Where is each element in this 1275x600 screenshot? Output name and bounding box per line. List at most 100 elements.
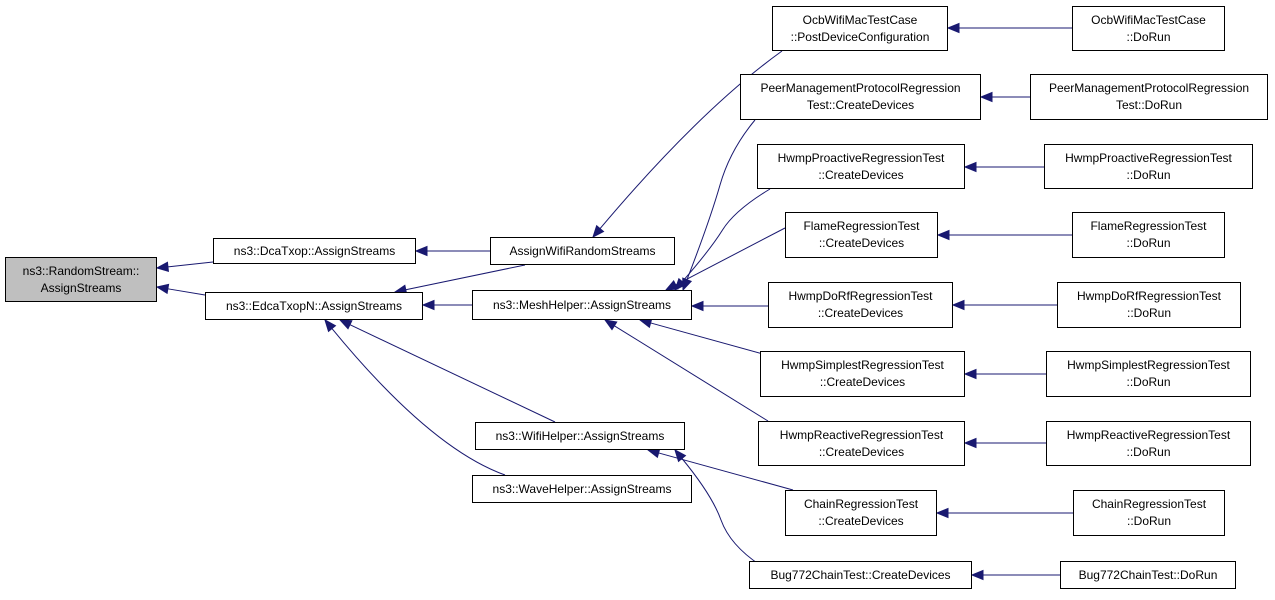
- node-line: ::CreateDevices: [817, 306, 904, 320]
- node-meshhelper-assignstreams[interactable]: ns3::MeshHelper::AssignStreams: [472, 290, 692, 320]
- node-line: ::DoRun: [1126, 514, 1172, 528]
- node-line: ::DoRun: [1126, 167, 1171, 182]
- arrowhead-assignwifi-to-dcatxop: [414, 245, 428, 257]
- arrowhead-wifihelper-to-edcatxop: [338, 319, 353, 330]
- node-line: HwmpSimplestRegressionTest: [781, 358, 944, 372]
- node-peermanagement-createdevices[interactable]: PeerManagementProtocolRegression Test::C…: [740, 74, 981, 120]
- call-edge-assignwifi-to-edcatxop: [405, 264, 526, 291]
- node-line: ::CreateDevices: [818, 444, 905, 459]
- arrowhead-edcatxop-to-root: [155, 283, 170, 295]
- arrowhead-flamerun-to-flamecreate: [936, 229, 950, 241]
- node-edcatxopn-assignstreams[interactable]: ns3::EdcaTxopN::AssignStreams: [205, 292, 423, 320]
- arrowhead-meshhelper-to-edcatxop: [421, 299, 435, 311]
- node-line: Test::DoRun: [1115, 98, 1183, 112]
- arrowhead-hsimplerun-to-hsimplecreate: [963, 368, 977, 380]
- node-line: Bug772ChainTest::CreateDevices: [770, 567, 951, 582]
- node-line: ns3::EdcaTxopN::AssignStreams: [225, 298, 403, 313]
- call-edge-edcatxop-to-root: [167, 288, 206, 296]
- node-hwmpdorf-dorun[interactable]: HwmpDoRfRegressionTest ::DoRun: [1057, 282, 1241, 328]
- node-line: HwmpReactiveRegressionTest: [779, 427, 944, 442]
- call-edge-dcatxop-to-root: [167, 261, 214, 268]
- node-line: Bug772ChainTest::DoRun: [1078, 567, 1218, 582]
- call-edge-wavehelper-to-edcatxop: [331, 328, 506, 476]
- node-line: ChainRegressionTest: [1091, 497, 1207, 511]
- node-ocbwifimactestcase-dorun[interactable]: OcbWifiMacTestCase ::DoRun: [1072, 6, 1225, 51]
- node-assignwifirandomstreams[interactable]: AssignWifiRandomStreams: [490, 237, 675, 265]
- call-edge-hsimplecreate-to-meshhelper: [650, 322, 764, 355]
- node-line: HwmpSimplestRegressionTest: [1067, 358, 1230, 372]
- node-line: FlameRegressionTest: [803, 219, 920, 233]
- call-edge-hreactcreate-to-meshhelper: [614, 325, 769, 422]
- node-line: ns3::WaveHelper::AssignStreams: [492, 481, 672, 496]
- node-bug772chaintest-dorun[interactable]: Bug772ChainTest::DoRun: [1060, 561, 1236, 589]
- node-line: ::DoRun: [1126, 444, 1171, 459]
- node-line: FlameRegressionTest: [1090, 219, 1207, 233]
- node-chainregression-createdevices[interactable]: ChainRegressionTest ::CreateDevices: [785, 490, 937, 536]
- node-hwmpreactive-createdevices[interactable]: HwmpReactiveRegressionTest ::CreateDevic…: [758, 421, 965, 466]
- node-line: ::CreateDevices: [818, 167, 904, 182]
- node-bug772chaintest-createdevices[interactable]: Bug772ChainTest::CreateDevices: [749, 561, 972, 589]
- node-line: PeerManagementProtocolRegression: [760, 81, 961, 95]
- arrowhead-peerrun-to-peercreate: [979, 91, 993, 103]
- arrowhead-ocbrun-to-ocbpost: [946, 22, 960, 34]
- node-line: HwmpDoRfRegressionTest: [788, 289, 933, 303]
- node-line: Test::CreateDevices: [806, 98, 915, 112]
- node-line: ::DoRun: [1126, 29, 1171, 44]
- arrowhead-bugcreate-to-wifihelper: [674, 448, 687, 463]
- node-line: ::CreateDevices: [818, 514, 904, 528]
- node-line: AssignStreams: [40, 280, 122, 295]
- node-line: ns3::MeshHelper::AssignStreams: [492, 297, 672, 312]
- node-ocbwifimactestcase-postdeviceconfiguration[interactable]: OcbWifiMacTestCase ::PostDeviceConfigura…: [772, 6, 948, 51]
- node-randomstream-assignstreams: ns3::RandomStream:: AssignStreams: [5, 257, 157, 302]
- call-edge-bugcreate-to-wifihelper: [681, 458, 761, 566]
- call-edge-ocbpost-to-assignwifi: [599, 50, 783, 229]
- arrowhead-hdorfrun-to-hdorfcreate: [951, 299, 965, 311]
- arrowhead-hreactrun-to-hreactcreate: [963, 437, 977, 449]
- node-line: OcbWifiMacTestCase: [1091, 12, 1206, 27]
- arrowhead-chainrun-to-chaincreate: [935, 507, 949, 519]
- arrowhead-wavehelper-to-edcatxop: [324, 318, 337, 333]
- node-hwmpsimplest-createdevices[interactable]: HwmpSimplestRegressionTest ::CreateDevic…: [760, 351, 965, 397]
- node-wavehelper-assignstreams[interactable]: ns3::WaveHelper::AssignStreams: [472, 475, 692, 503]
- node-hwmpsimplest-dorun[interactable]: HwmpSimplestRegressionTest ::DoRun: [1046, 351, 1251, 397]
- node-line: ::DoRun: [1126, 236, 1171, 250]
- node-hwmpreactive-dorun[interactable]: HwmpReactiveRegressionTest ::DoRun: [1046, 421, 1251, 466]
- arrowhead-dcatxop-to-root: [155, 261, 169, 272]
- node-line: ChainRegressionTest: [803, 497, 919, 511]
- node-chainregression-dorun[interactable]: ChainRegressionTest ::DoRun: [1073, 490, 1225, 536]
- call-edge-peercreate-to-meshhelper: [686, 119, 756, 280]
- node-line: ns3::RandomStream::: [22, 263, 140, 278]
- node-line: ns3::DcaTxop::AssignStreams: [233, 243, 396, 258]
- node-line: HwmpReactiveRegressionTest: [1066, 427, 1231, 442]
- node-hwmpproactive-dorun[interactable]: HwmpProactiveRegressionTest ::DoRun: [1044, 144, 1253, 189]
- node-line: ::PostDeviceConfiguration: [790, 29, 930, 44]
- call-edge-flamecreate-to-meshhelper: [675, 227, 786, 286]
- node-line: OcbWifiMacTestCase: [802, 12, 918, 27]
- node-line: HwmpProactiveRegressionTest: [1065, 150, 1232, 165]
- node-line: ::DoRun: [1126, 375, 1171, 389]
- node-peermanagement-dorun[interactable]: PeerManagementProtocolRegression Test::D…: [1030, 74, 1268, 120]
- call-edge-hproactcreate-to-meshhelper: [681, 188, 771, 283]
- arrowhead-hdorfcreate-to-meshhelper: [690, 300, 704, 312]
- call-edge-wifihelper-to-edcatxop: [349, 324, 556, 423]
- node-line: ns3::WifiHelper::AssignStreams: [495, 428, 665, 443]
- arrowhead-hreactcreate-to-meshhelper: [603, 319, 618, 331]
- arrowhead-hproactrun-to-hproactcreate: [963, 161, 977, 173]
- node-line: HwmpProactiveRegressionTest: [777, 150, 945, 165]
- node-wifihelper-assignstreams[interactable]: ns3::WifiHelper::AssignStreams: [475, 422, 685, 450]
- node-line: HwmpDoRfRegressionTest: [1076, 289, 1222, 303]
- node-dcatxop-assignstreams[interactable]: ns3::DcaTxop::AssignStreams: [213, 238, 416, 264]
- node-flame-dorun[interactable]: FlameRegressionTest ::DoRun: [1072, 212, 1225, 258]
- node-line: PeerManagementProtocolRegression: [1048, 81, 1250, 95]
- node-line: ::DoRun: [1126, 306, 1172, 320]
- arrowhead-bugrun-to-bugcreate: [970, 569, 984, 581]
- node-line: ::CreateDevices: [818, 236, 905, 250]
- node-hwmpdorf-createdevices[interactable]: HwmpDoRfRegressionTest ::CreateDevices: [768, 282, 953, 328]
- arrowhead-flamecreate-to-meshhelper: [664, 280, 679, 291]
- node-flame-createdevices[interactable]: FlameRegressionTest ::CreateDevices: [785, 212, 938, 258]
- node-line: ::CreateDevices: [819, 375, 906, 389]
- arrowhead-ocbpost-to-assignwifi: [592, 224, 605, 239]
- node-line: AssignWifiRandomStreams: [509, 243, 656, 258]
- node-hwmpproactive-createdevices[interactable]: HwmpProactiveRegressionTest ::CreateDevi…: [757, 144, 965, 189]
